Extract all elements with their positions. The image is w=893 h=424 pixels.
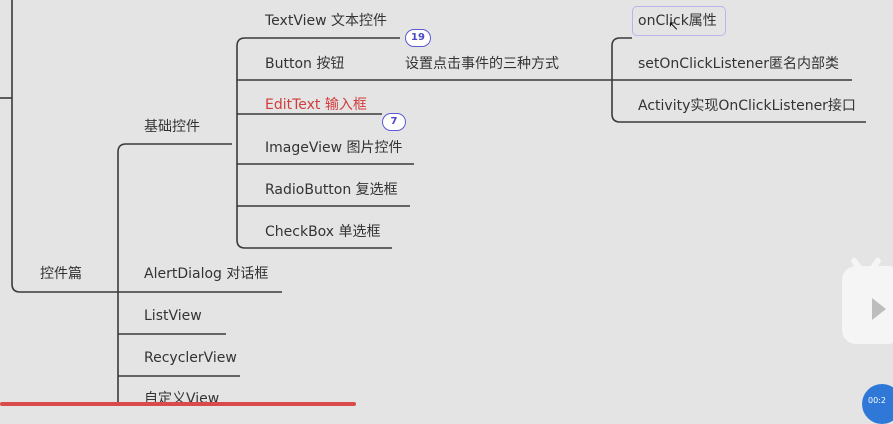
progress-bar[interactable] — [0, 402, 356, 406]
node-click-methods[interactable]: 设置点击事件的三种方式 — [405, 56, 559, 72]
badge-button-count[interactable]: 19 — [405, 29, 431, 47]
node-onclick-attr[interactable]: onClick属性 — [638, 13, 717, 29]
play-icon — [872, 298, 886, 320]
video-player-float-button[interactable] — [842, 266, 893, 344]
badge-edittext-count[interactable]: 7 — [382, 113, 406, 131]
node-setonclicklistener[interactable]: setOnClickListener匿名内部类 — [638, 56, 839, 72]
root-node[interactable]: 控件篇 — [40, 266, 82, 282]
node-radiobutton[interactable]: RadioButton 复选框 — [265, 182, 398, 198]
node-textview[interactable]: TextView 文本控件 — [265, 13, 387, 29]
mindmap-connectors — [0, 0, 866, 406]
node-recyclerview[interactable]: RecyclerView — [144, 350, 237, 366]
time-indicator: 00:2 — [862, 384, 893, 424]
node-button[interactable]: Button 按钮 — [265, 56, 345, 72]
mouse-cursor-icon: ↖ — [668, 19, 679, 34]
node-edittext[interactable]: EditText 输入框 — [265, 97, 367, 113]
selection-highlight — [632, 6, 726, 36]
node-checkbox[interactable]: CheckBox 单选框 — [265, 224, 381, 240]
node-listview[interactable]: ListView — [144, 308, 202, 324]
node-alertdialog[interactable]: AlertDialog 对话框 — [144, 266, 269, 282]
node-imageview[interactable]: ImageView 图片控件 — [265, 140, 403, 156]
basic-controls-node[interactable]: 基础控件 — [144, 119, 200, 135]
node-activity-listener[interactable]: Activity实现OnClickListener接口 — [638, 98, 856, 114]
